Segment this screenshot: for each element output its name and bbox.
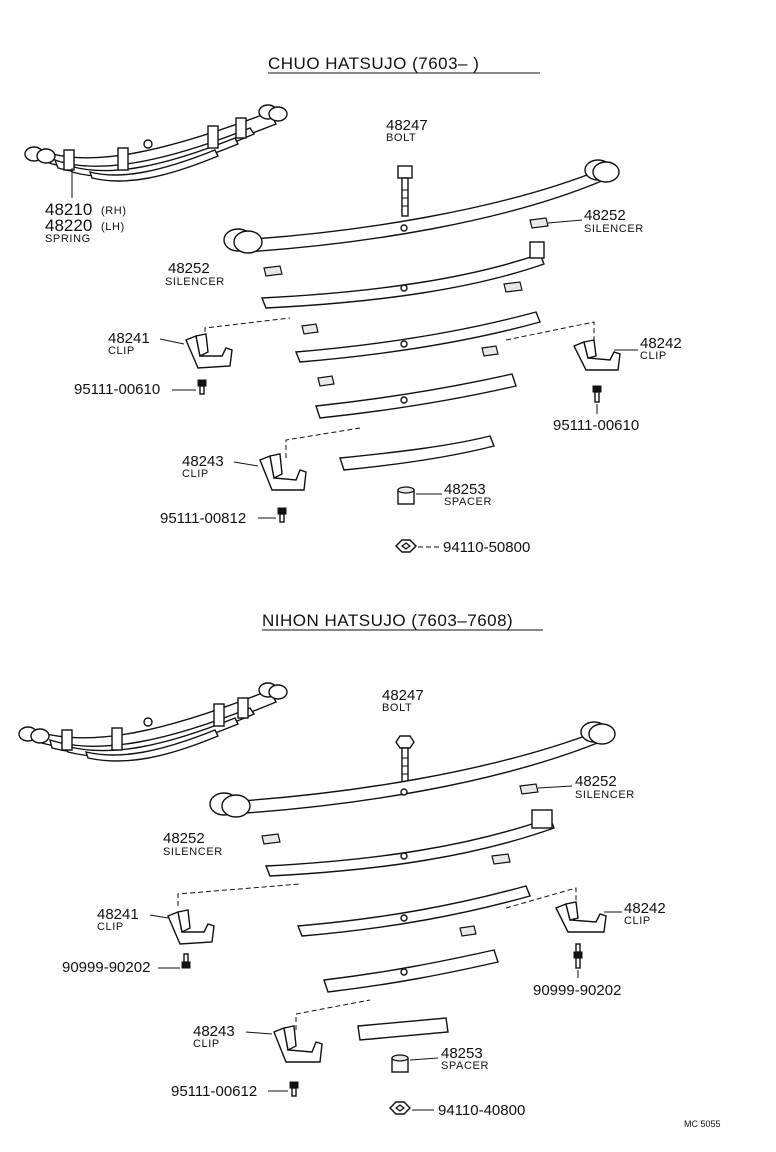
clip-left (185, 333, 233, 369)
assembled-leaf-spring (18, 682, 288, 762)
clip-bottom (259, 453, 307, 491)
second-leaf (264, 809, 555, 877)
nut-part-number: 94110-40800 (438, 1102, 525, 1119)
spacer (391, 1054, 409, 1073)
spacer-name: SPACER (444, 496, 492, 508)
clip-bolt-right (573, 943, 583, 969)
section-nihon-hatsujo: NIHON HATSUJO (7603–7608) 48247 BOLT (18, 611, 666, 1119)
bolt-part-number: 48247 (386, 117, 428, 134)
clip-right-part-number: 48242 (624, 900, 666, 917)
spacer-name: SPACER (441, 1060, 489, 1072)
third-leaf (294, 311, 541, 363)
bottom-leaf (339, 435, 495, 471)
clip-bolt-left (181, 953, 191, 969)
silencer-left (263, 265, 283, 277)
silencer-right (519, 783, 539, 795)
silencer-right-name: SILENCER (584, 223, 644, 235)
spacer (397, 486, 415, 505)
silencer-pad (317, 375, 335, 387)
clip-bolt-right (592, 385, 602, 403)
clip-right (573, 339, 621, 371)
center-bolt (397, 165, 413, 217)
silencer-right-part-number: 48252 (575, 773, 617, 790)
third-leaf (296, 885, 531, 937)
clip-right-name: CLIP (624, 915, 651, 927)
spring-lh-label: (LH) (101, 221, 125, 233)
spacer-part-number: 48253 (444, 481, 486, 498)
clip-right-name: CLIP (640, 350, 667, 362)
silencer-right (529, 217, 549, 229)
clip-bolt-left-part-number: 95111-00610 (74, 381, 160, 398)
clip-bolt-bottom (277, 507, 287, 523)
bolt-name: BOLT (382, 702, 412, 714)
nut (395, 539, 417, 553)
clip-bolt-left (197, 379, 207, 395)
silencer-left-part-number: 48252 (168, 260, 210, 277)
section-title: CHUO HATSUJO (7603– ) (268, 54, 479, 73)
assembled-leaf-spring (24, 104, 288, 182)
clip-bolt-right-part-number: 90999-90202 (533, 982, 621, 999)
bottom-plate (357, 1017, 449, 1041)
spring-part-number-rh: 48210 (45, 200, 92, 219)
clip-left-part-number: 48241 (108, 330, 150, 347)
silencer-right-name: SILENCER (575, 789, 635, 801)
clip-bottom-part-number: 48243 (193, 1023, 235, 1040)
clip-right (555, 901, 607, 933)
bolt-name: BOLT (386, 132, 416, 144)
clip-left-name: CLIP (108, 345, 135, 357)
second-leaf (260, 241, 545, 309)
clip-bolt-left-part-number: 90999-90202 (62, 959, 150, 976)
spring-part-number-lh: 48220 (45, 216, 92, 235)
spring-name: SPRING (45, 233, 91, 245)
clip-bolt-bottom-part-number: 95111-00612 (171, 1083, 257, 1100)
clip-bottom-part-number: 48243 (182, 453, 224, 470)
spacer-part-number: 48253 (441, 1045, 483, 1062)
clip-left (167, 909, 215, 945)
clip-right-part-number: 48242 (640, 335, 682, 352)
silencer-left-part-number: 48252 (163, 830, 205, 847)
clip-bolt-bottom-part-number: 95111-00812 (160, 510, 246, 527)
clip-left-name: CLIP (97, 921, 124, 933)
bolt-part-number: 48247 (382, 687, 424, 704)
clip-bottom-name: CLIP (193, 1038, 220, 1050)
clip-bolt-right-part-number: 95111-00610 (553, 417, 639, 434)
fourth-leaf (315, 373, 517, 419)
clip-left-part-number: 48241 (97, 906, 139, 923)
main-leaf (223, 159, 620, 254)
section-chuo-hatsujo: CHUO HATSUJO (7603– ) 48210 (RH) 48220 (… (24, 54, 682, 556)
drawing-code: MC 5055 (684, 1119, 721, 1129)
silencer-right-part-number: 48252 (584, 207, 626, 224)
nut-part-number: 94110-50800 (443, 539, 530, 556)
section-title: NIHON HATSUJO (7603–7608) (262, 611, 513, 630)
fourth-leaf (323, 949, 499, 993)
silencer-left-name: SILENCER (163, 846, 223, 858)
nut (389, 1101, 411, 1115)
spring-rh-label: (RH) (101, 205, 127, 217)
center-bolt (395, 735, 415, 783)
main-leaf (209, 721, 616, 818)
clip-bolt-bottom (289, 1081, 299, 1097)
silencer-left-name: SILENCER (165, 276, 225, 288)
clip-bottom (273, 1025, 323, 1063)
clip-bottom-name: CLIP (182, 468, 209, 480)
silencer-left (261, 833, 281, 845)
